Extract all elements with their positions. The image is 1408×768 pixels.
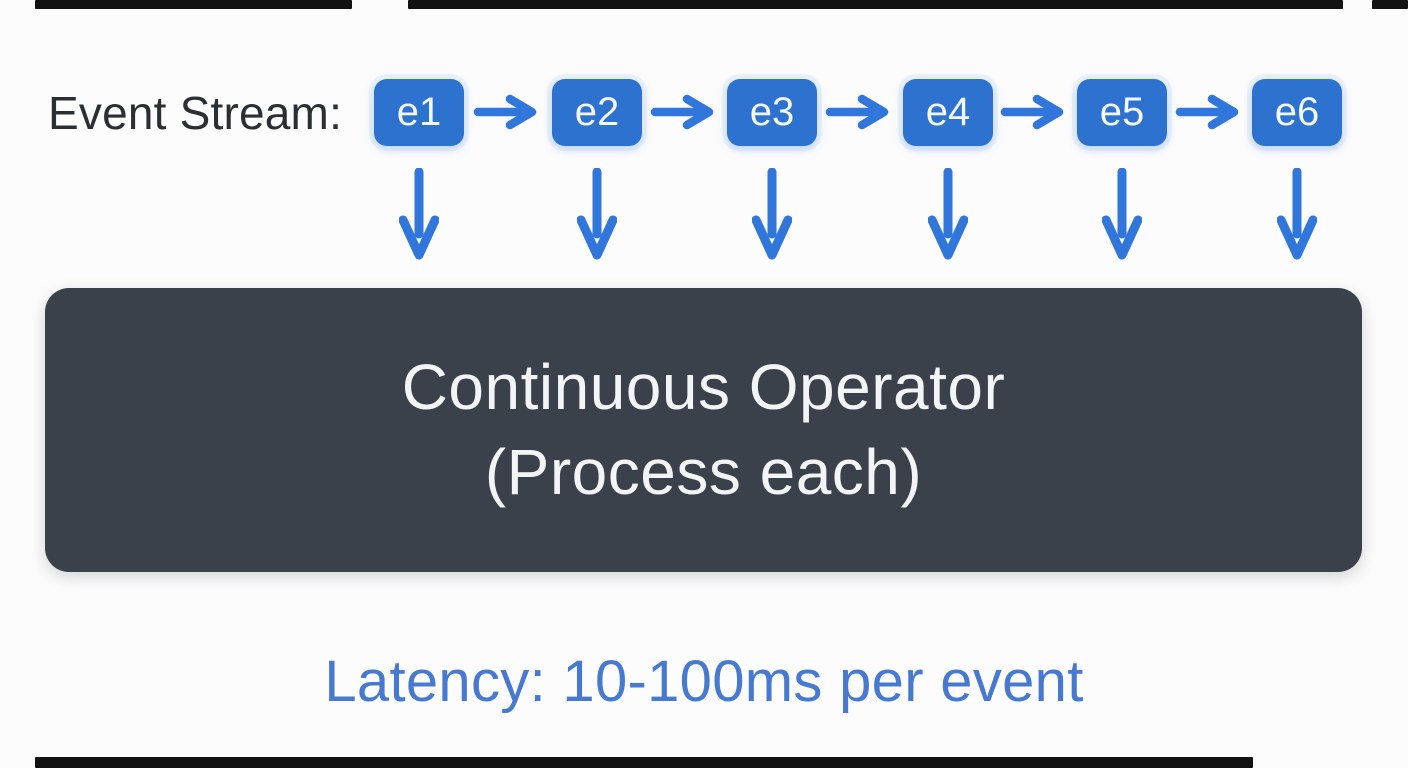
cropped-edge-bar-top-right bbox=[1372, 0, 1408, 9]
event-box-e1: e1 bbox=[374, 79, 464, 146]
arrow-right-icon bbox=[650, 94, 714, 130]
arrow-down-icon bbox=[399, 168, 439, 260]
operator-title: Continuous Operator bbox=[401, 351, 1006, 423]
cropped-edge-bar-bottom bbox=[35, 757, 1253, 768]
arrow-right-icon bbox=[1000, 94, 1064, 130]
event-box-e5: e5 bbox=[1077, 79, 1167, 146]
event-box-label: e2 bbox=[574, 90, 620, 134]
event-box-e2: e2 bbox=[552, 79, 642, 146]
operator-subtitle: (Process each) bbox=[484, 436, 923, 508]
arrow-down-icon bbox=[577, 168, 617, 260]
arrow-down-icon bbox=[752, 168, 792, 260]
event-box-e6: e6 bbox=[1252, 79, 1342, 146]
event-box-e3: e3 bbox=[727, 79, 817, 146]
arrow-right-icon bbox=[825, 94, 889, 130]
event-box-label: e3 bbox=[749, 90, 795, 134]
arrow-down-icon bbox=[1102, 168, 1142, 260]
event-box-label: e6 bbox=[1274, 90, 1320, 134]
event-box-label: e1 bbox=[396, 90, 442, 134]
event-box-label: e5 bbox=[1099, 90, 1145, 134]
arrow-down-icon bbox=[928, 168, 968, 260]
latency-note: Latency: 10-100ms per event bbox=[324, 649, 1084, 714]
arrow-down-icon bbox=[1277, 168, 1317, 260]
event-box-e4: e4 bbox=[903, 79, 993, 146]
cropped-edge-bar-top-left bbox=[35, 0, 352, 9]
event-box-label: e4 bbox=[925, 90, 971, 134]
arrow-right-icon bbox=[1175, 94, 1239, 130]
cropped-edge-bar-top-middle bbox=[408, 0, 1343, 9]
event-stream-label: Event Stream: bbox=[48, 86, 343, 139]
arrow-right-icon bbox=[473, 94, 537, 130]
continuous-operator-box: Continuous Operator (Process each) bbox=[45, 288, 1362, 572]
